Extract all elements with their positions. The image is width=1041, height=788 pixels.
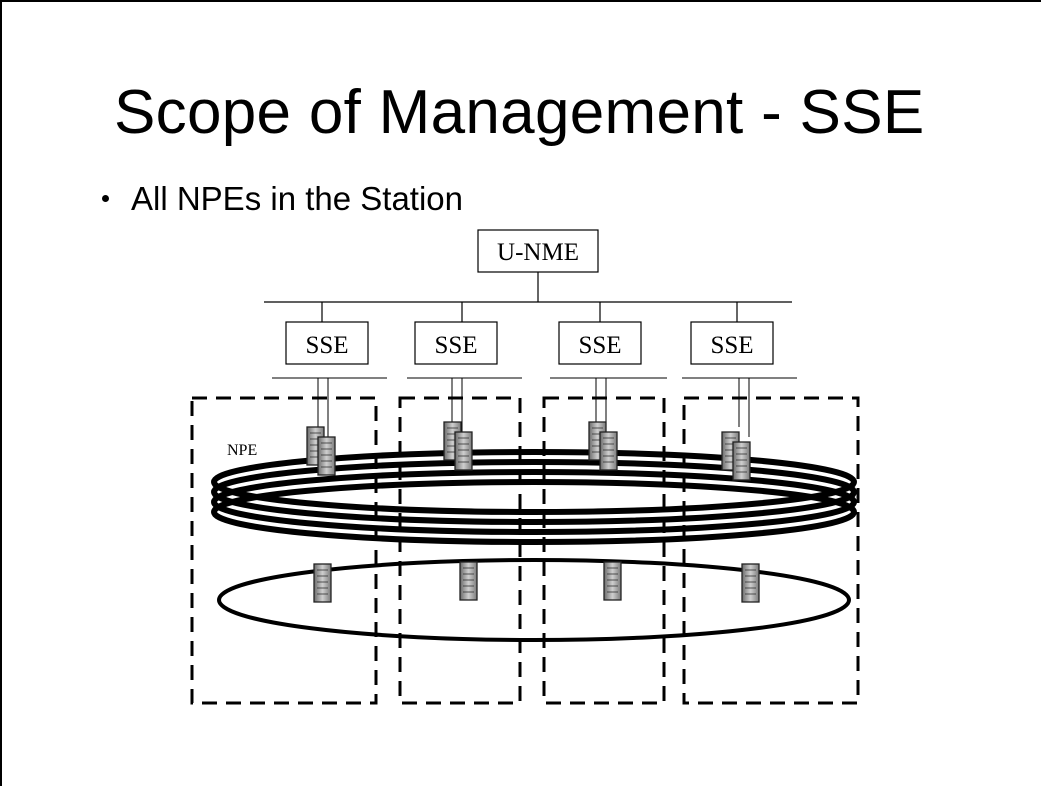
- sse-node-3: SSE: [550, 302, 667, 432]
- npe-device-icon: [313, 563, 332, 603]
- npe-label: NPE: [227, 442, 257, 459]
- npe-device-icon: [603, 561, 622, 601]
- u-nme-node: U-NME: [477, 229, 599, 273]
- sse-node-1: SSE: [272, 302, 387, 437]
- sse-label: SSE: [710, 332, 753, 359]
- slide-title: Scope of Management - SSE: [114, 78, 925, 147]
- sse-node-2: SSE: [407, 302, 522, 432]
- ring-4: [211, 479, 857, 545]
- station-domain-4: [682, 396, 860, 705]
- upper-ring-stack: [211, 449, 857, 545]
- station-domain-3: [542, 396, 666, 705]
- station-domains: [190, 396, 860, 705]
- u-nme-label: U-NME: [497, 239, 579, 266]
- bullet-item: All NPEs in the Station: [102, 180, 463, 218]
- npe-device-icon: [741, 563, 760, 603]
- npe-device-icon: [722, 432, 750, 480]
- npe-device-icon: [459, 561, 478, 601]
- station-domain-2: [398, 396, 522, 705]
- lower-ring: [217, 558, 851, 642]
- station-domain-1: [190, 396, 378, 705]
- sse-node-4: SSE: [682, 302, 797, 437]
- bullet-dot-icon: [102, 194, 109, 202]
- ring-2: [211, 459, 857, 525]
- sse-label: SSE: [578, 332, 621, 359]
- bullet-text: All NPEs in the Station: [131, 180, 463, 217]
- ring-3: [211, 469, 857, 535]
- ring-1: [211, 449, 857, 515]
- sse-label: SSE: [434, 332, 477, 359]
- sse-label: SSE: [305, 332, 348, 359]
